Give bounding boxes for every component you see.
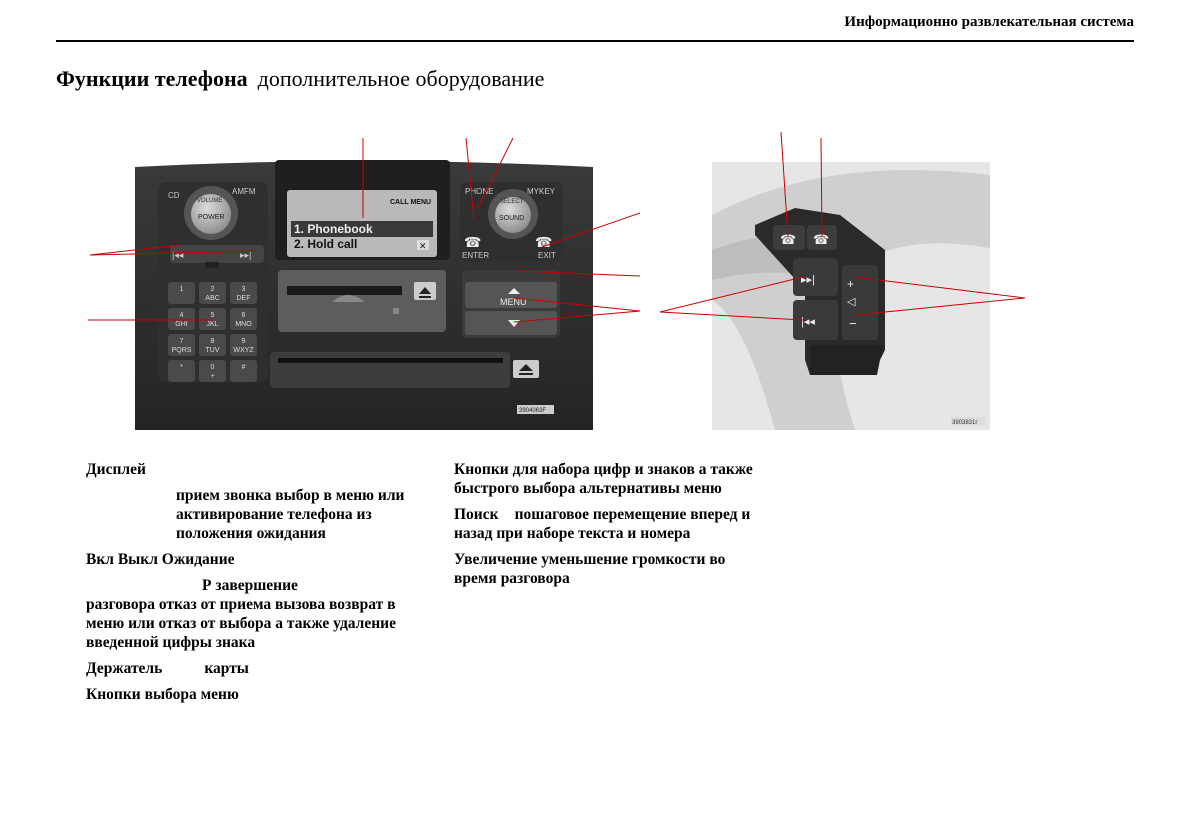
cd-eject-icon [519, 364, 533, 375]
display-line-1: 1. Phonebook [294, 222, 373, 236]
phone-button-label: PHONE [465, 187, 493, 196]
display-header: CALL MENU [390, 199, 431, 206]
legend-item: прием звонка выбор в меню или активирова… [176, 487, 405, 542]
legend-item: Держатель карты [86, 659, 406, 678]
legend-item-part: Держатель [86, 660, 163, 677]
legend-item: Дисплей [86, 461, 146, 478]
keypad-digit: 6 [242, 312, 246, 319]
keypad-key [168, 308, 195, 330]
keypad-key [230, 360, 257, 382]
amfm-button-label: AMFM [232, 187, 256, 196]
wheel-callout-lines [659, 131, 1026, 321]
phone-hangup-icon: ☎ [535, 234, 552, 250]
seek-back-button [793, 300, 838, 340]
keypad-letters: DEF [237, 295, 251, 302]
legend-item-part: карты [204, 660, 249, 677]
speaker-icon: ◁ [847, 296, 856, 308]
answer-call-button [773, 225, 805, 250]
volume-label: VOLUME [197, 198, 222, 204]
keypad-key [199, 282, 226, 304]
menu-up-button [465, 282, 557, 308]
answer-call-icon: ☎ [780, 232, 796, 247]
volume-rocker [842, 265, 878, 340]
keypad-letters: JKL [206, 321, 218, 328]
header-rule [56, 40, 1134, 42]
volume-up-icon: + [847, 277, 854, 291]
seek-back-icon: |◂◂ [801, 316, 815, 328]
section-title: Функции телефона дополнительное оборудова… [56, 66, 544, 92]
steering-wheel-illustration: ☎ ☎ ▸▸| |◂◂ + ◁ − 3903831r [659, 131, 1026, 430]
keypad-key [168, 360, 195, 382]
keypad-digit: 8 [211, 338, 215, 345]
power-label: POWER [198, 214, 224, 221]
keypad-letters: MNO [235, 321, 252, 328]
keypad-digit: 9 [242, 338, 246, 345]
keypad-key [230, 308, 257, 330]
callout-lines [88, 137, 641, 323]
hangup-call-icon: ☎ [813, 232, 829, 247]
exit-button-label: EXIT [538, 251, 556, 260]
keypad-digit: # [242, 364, 246, 371]
keypad-key [168, 282, 195, 304]
section-title-light: дополнительное оборудование [257, 66, 545, 91]
seek-forward-button [793, 258, 838, 296]
keypad-key [199, 360, 226, 382]
keypad-letters: WXYZ [233, 347, 254, 354]
enter-button-label: ENTER [462, 251, 489, 260]
keypad-key [230, 282, 257, 304]
keypad-letters: PQRS [172, 347, 192, 354]
keypad-key [168, 334, 195, 356]
legend-item: Вкл Выкл Ожидание [86, 551, 235, 568]
mykey-button-label: MYKEY [527, 187, 556, 196]
legend-column-1: Дисплей прием звонка выбор в меню или ак… [86, 460, 406, 711]
keypad-digit: 7 [180, 338, 184, 345]
legend-item-part: Поиск [454, 506, 499, 523]
panel-image-code: 3904063F [519, 408, 546, 414]
cd-slot [270, 352, 510, 388]
keypad-digit: 3 [242, 286, 246, 293]
keypad-digit: 5 [211, 312, 215, 319]
legend-item: разговора отказ от приема вызова возврат… [86, 596, 396, 651]
legend-item: Увеличение уменьшение громкости во время… [454, 551, 726, 587]
seek-forward-icon: ▸▸| [801, 274, 815, 286]
keypad-letters: ABC [205, 295, 219, 302]
keypad-letters: GHI [175, 321, 188, 328]
section-title-bold: Функции телефона [56, 66, 248, 91]
next-track-icon: ▸▸| [240, 250, 251, 260]
keypad-key [199, 308, 226, 330]
phone-answer-icon: ☎ [464, 234, 481, 250]
display-line-2: 2. Hold call [294, 237, 357, 251]
menu-up-icon [508, 288, 520, 294]
sound-label: SOUND [499, 215, 524, 222]
header-title: Информационно развлекательная система [844, 14, 1134, 30]
close-icon: ✕ [419, 241, 427, 251]
keypad-digit: 1 [180, 286, 184, 293]
keypad-letters: TUV [206, 347, 220, 354]
legend-item-part: пошаговое перемещение вперед и назад при… [454, 506, 751, 542]
cd-button-label: CD [168, 191, 180, 200]
eject-icon [419, 287, 431, 298]
prev-track-icon: |◂◂ [172, 250, 184, 260]
menu-button-label: MENU [500, 297, 527, 307]
legend-item: Кнопки выбора меню [86, 686, 239, 703]
select-label: SELECT [500, 199, 524, 205]
keypad-digit: 4 [180, 312, 184, 319]
keypad-key [199, 334, 226, 356]
legend-item: Кнопки для набора цифр и знаков а также … [454, 461, 753, 497]
keypad-letters: + [210, 373, 214, 380]
keypad-digit: 0 [211, 364, 215, 371]
hangup-call-button [807, 225, 837, 250]
keypad-digit: * [180, 364, 183, 371]
legend-item: Р завершение [202, 577, 298, 594]
legend-column-2: Кнопки для набора цифр и знаков а также … [454, 460, 759, 595]
volume-down-icon: − [849, 316, 857, 331]
keypad-digit: 2 [211, 286, 215, 293]
wheel-image-code: 3903831r [952, 420, 977, 426]
keypad-key [230, 334, 257, 356]
